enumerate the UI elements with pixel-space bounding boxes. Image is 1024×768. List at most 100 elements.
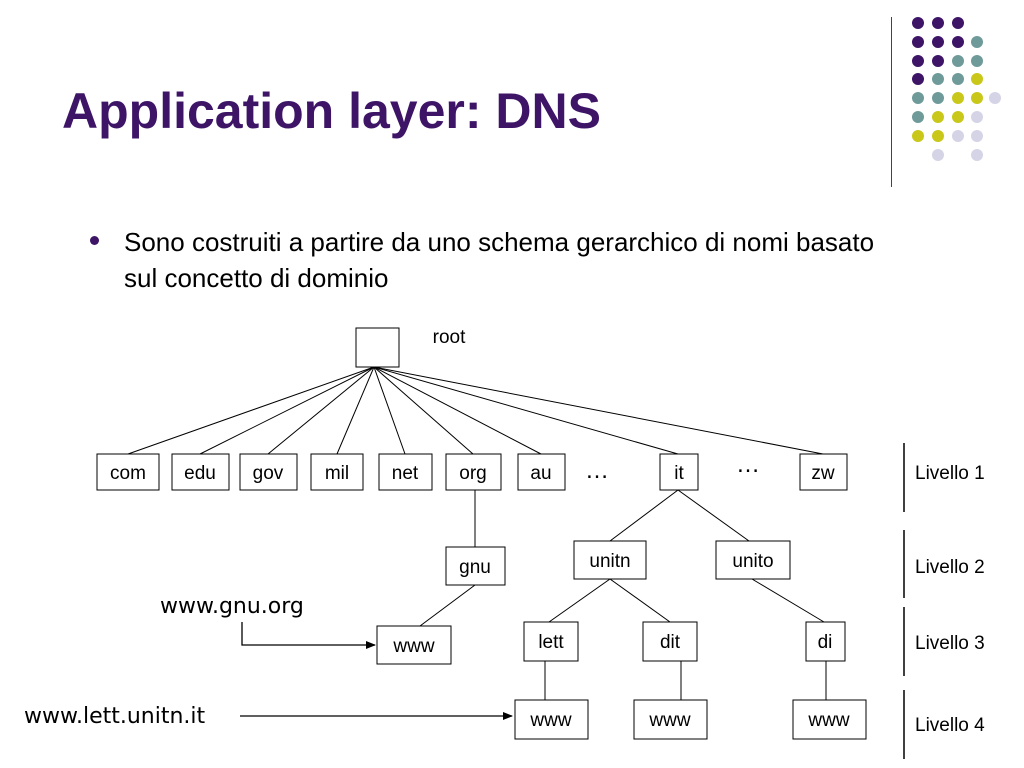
decor-dot (932, 73, 944, 85)
decor-dot (912, 73, 924, 85)
node-dit (642, 621, 698, 662)
decor-dot (971, 149, 983, 161)
node-au (517, 453, 566, 491)
node-gov (239, 453, 298, 491)
label-unito: unito (732, 551, 773, 572)
edge-unitn-dit (609, 578, 671, 623)
decor-dot (971, 55, 983, 67)
header-divider (891, 17, 892, 187)
edge-unitn-lett (548, 578, 611, 623)
node-zw (799, 453, 848, 491)
level-label-2: Livello 2 (915, 557, 985, 578)
node-www-dit (633, 699, 708, 740)
ellipsis: … (585, 457, 609, 484)
label-com: com (110, 463, 146, 484)
decor-dot (932, 92, 944, 104)
decor-dot (912, 17, 924, 29)
node-com (96, 453, 160, 491)
level-label-1: Livello 1 (915, 463, 985, 484)
node-unito (715, 540, 791, 580)
node-it (659, 453, 699, 491)
decor-dot (952, 92, 964, 104)
annotation-lett-url: www.lett.unitn.it (24, 704, 206, 729)
edge-unito-di (751, 578, 825, 623)
decor-dot (912, 130, 924, 142)
label-unitn: unitn (589, 551, 630, 572)
decor-dot (932, 17, 944, 29)
decor-dot (932, 55, 944, 67)
root-label: root (433, 327, 466, 348)
decor-dot (932, 36, 944, 48)
decor-dot (952, 36, 964, 48)
label-edu: edu (184, 463, 216, 484)
ellipsis: … (736, 451, 760, 478)
bullet-icon (90, 236, 99, 245)
decor-dot (912, 92, 924, 104)
decorative-dot-grid (912, 17, 1001, 161)
edge-root-it (373, 366, 679, 455)
label-gnu: gnu (459, 557, 491, 578)
decor-dot (971, 111, 983, 123)
slide-title: Application layer: DNS (62, 83, 601, 139)
edge-root-au (373, 366, 542, 455)
label-net: net (392, 463, 419, 484)
label-www-di: www (807, 710, 849, 731)
node-mil (310, 453, 364, 491)
edge-root-net (373, 366, 406, 455)
label-www-gnu: www (392, 636, 434, 657)
node-www-di (792, 699, 867, 740)
decor-dot (952, 111, 964, 123)
decor-dot (912, 55, 924, 67)
edge-it-unito (677, 489, 750, 542)
decor-dot (971, 36, 983, 48)
bullet-text: Sono costruiti a partire da uno schema g… (124, 227, 875, 293)
decor-dot (989, 92, 1001, 104)
edge-it-unitn (609, 489, 679, 542)
edge-root-gov (267, 366, 375, 455)
label-www-dit: www (648, 710, 690, 731)
label-www-lett: www (529, 710, 571, 731)
node-gnu (445, 546, 506, 586)
label-mil: mil (325, 463, 349, 484)
node-root (355, 327, 400, 368)
label-lett: lett (538, 632, 564, 653)
decor-dot (912, 36, 924, 48)
label-au: au (530, 463, 551, 484)
edge-root-zw (373, 366, 824, 455)
decor-dot (971, 92, 983, 104)
decor-dot (912, 111, 924, 123)
edge-root-org (373, 366, 474, 455)
level-label-4: Livello 4 (915, 715, 985, 736)
node-org (445, 453, 502, 491)
decor-dot (952, 130, 964, 142)
decor-dot (952, 55, 964, 67)
node-lett (523, 621, 579, 662)
node-edu (171, 453, 230, 491)
node-www-lett (514, 699, 589, 740)
edge-root-com (127, 366, 375, 455)
label-org: org (459, 463, 486, 484)
decor-dot (932, 111, 944, 123)
decor-dot (932, 130, 944, 142)
decor-dot (952, 73, 964, 85)
label-di: di (818, 632, 833, 653)
edge-gnu-www (419, 584, 476, 627)
node-net (378, 453, 433, 491)
node-di (805, 621, 846, 662)
arrow-gnu-url (241, 622, 376, 649)
decor-dot (971, 130, 983, 142)
label-zw: zw (811, 463, 835, 484)
node-unitn (573, 540, 647, 580)
label-dit: dit (660, 632, 681, 653)
label-it: it (674, 463, 684, 484)
annotation-gnu-url: www.gnu.org (160, 594, 304, 619)
decor-dot (971, 73, 983, 85)
level-label-3: Livello 3 (915, 633, 985, 654)
edge-root-edu (199, 366, 375, 455)
decor-dot (932, 149, 944, 161)
edge-root-mil (336, 366, 375, 455)
label-gov: gov (253, 463, 284, 484)
node-www-gnu (376, 625, 452, 665)
decor-dot (952, 17, 964, 29)
